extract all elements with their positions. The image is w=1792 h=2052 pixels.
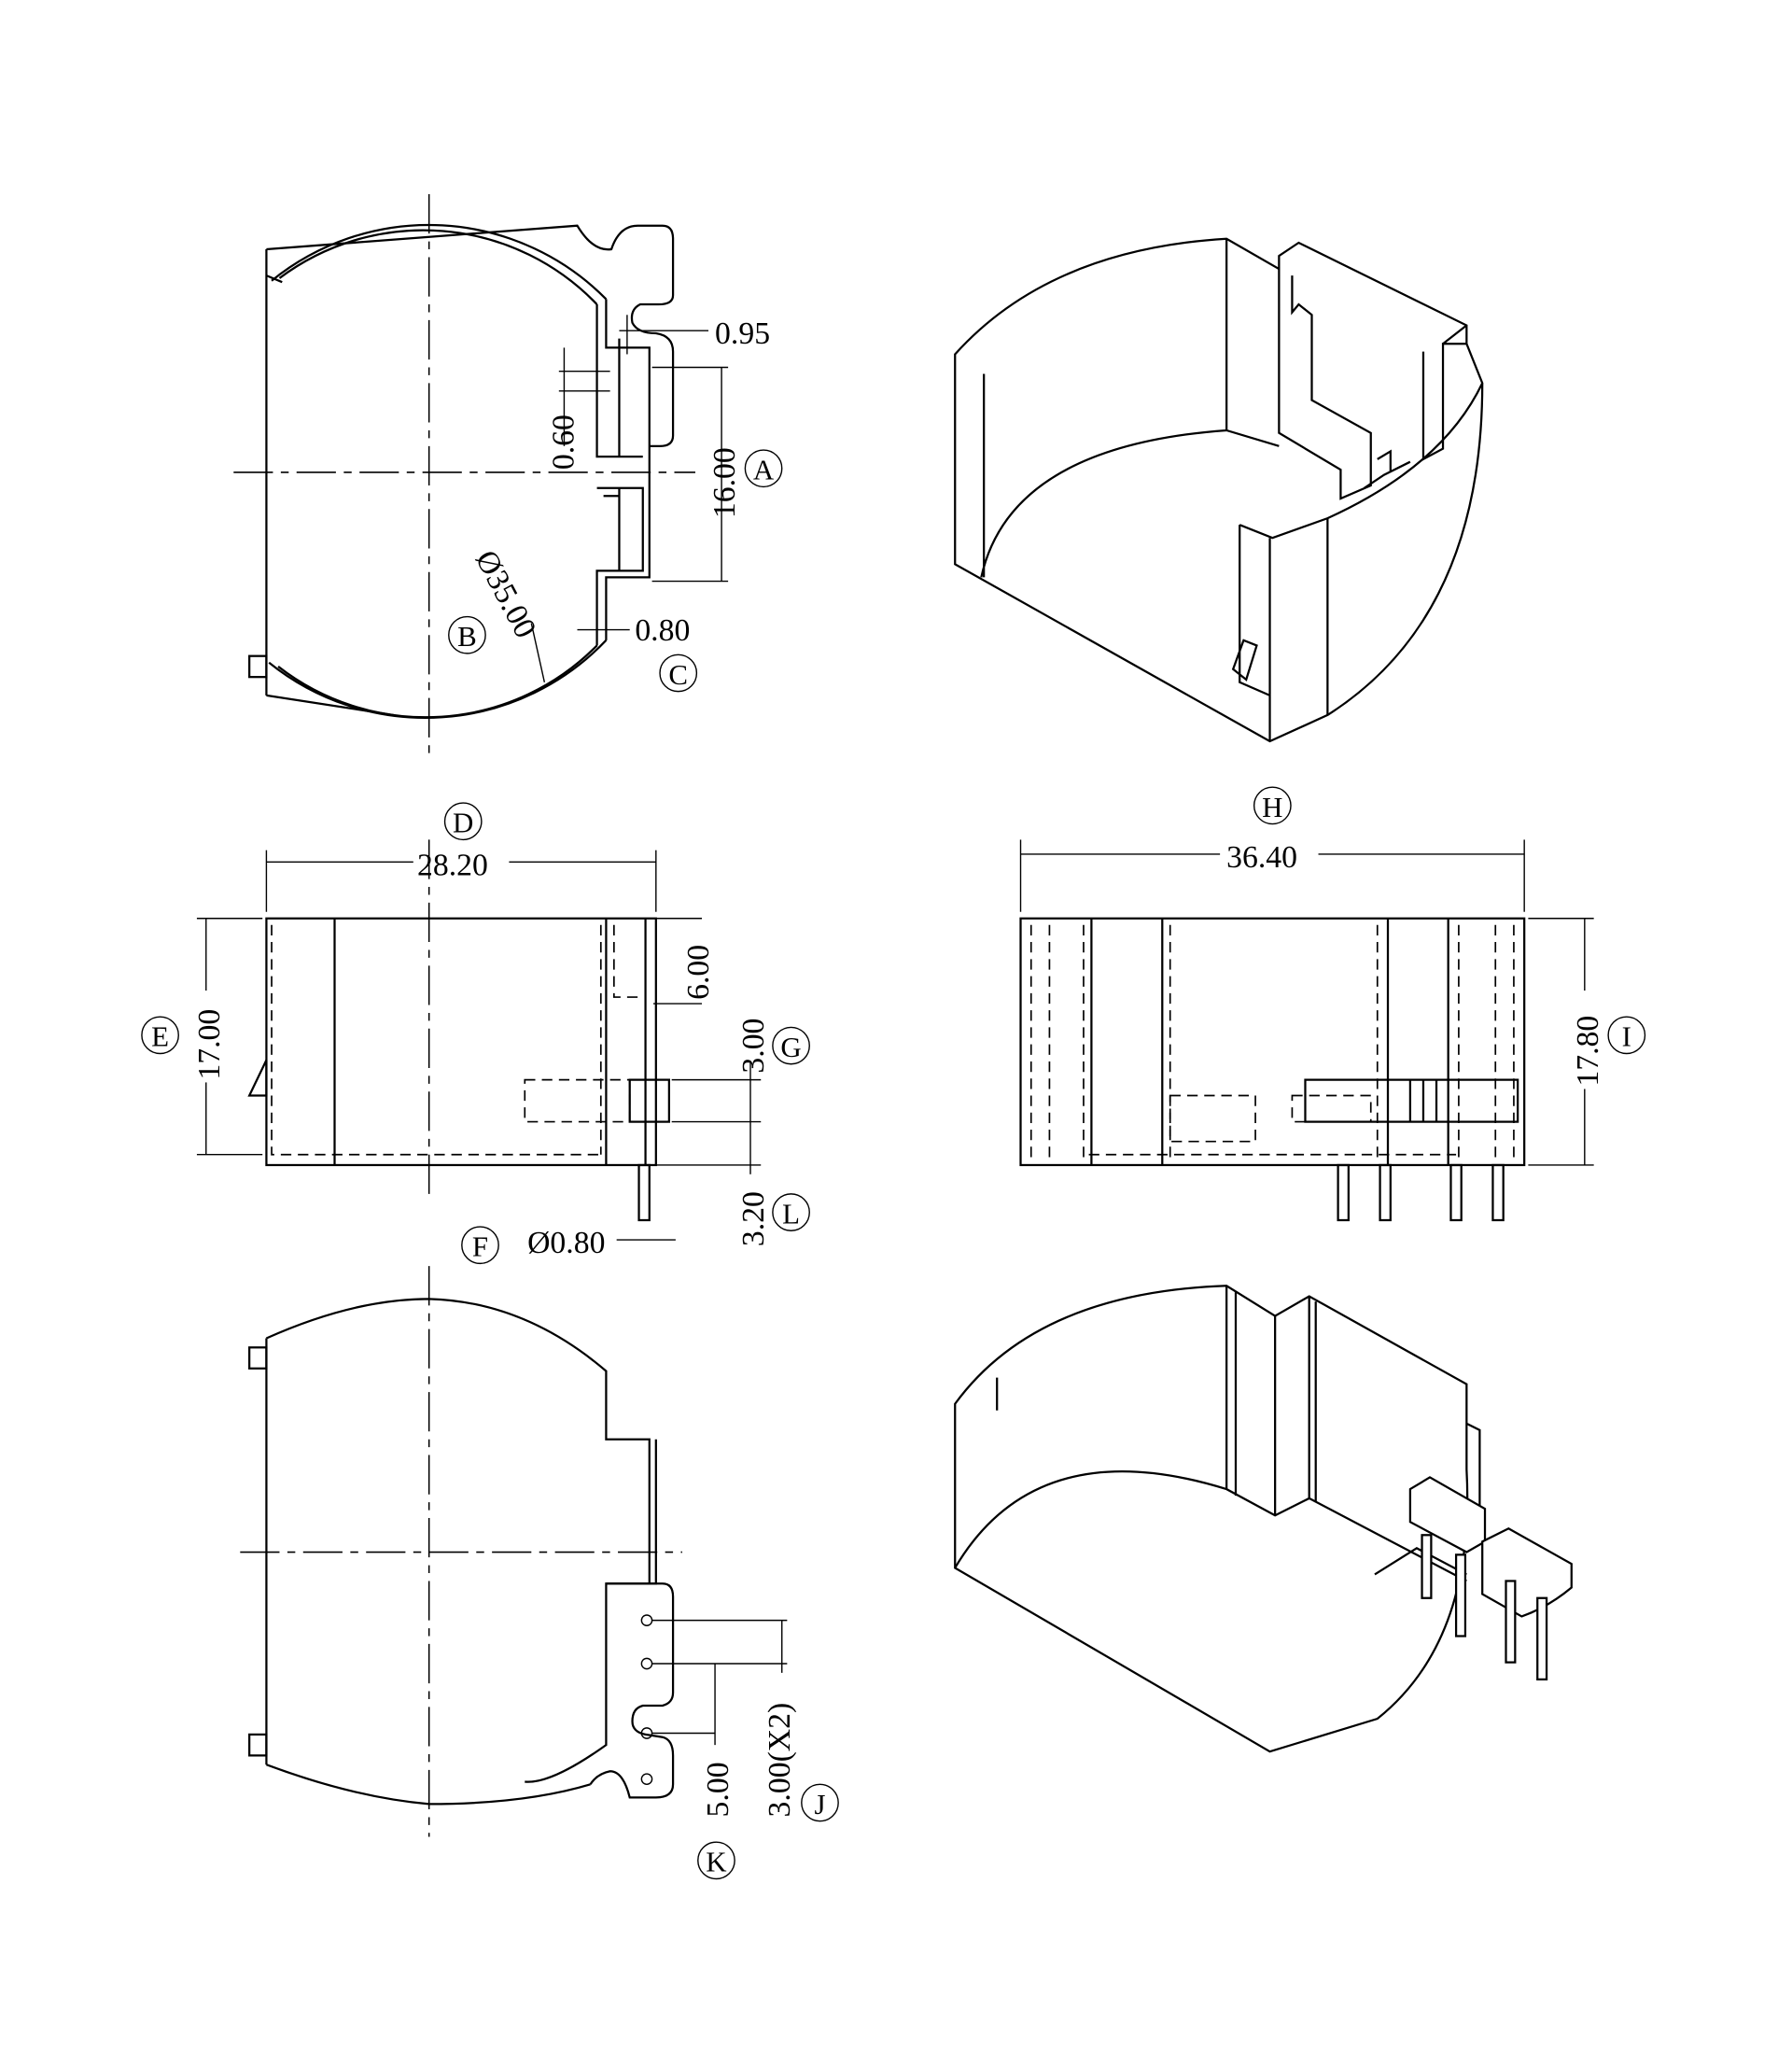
dim-overall-height: 17.80 bbox=[1571, 1016, 1605, 1087]
label-h: H bbox=[1253, 786, 1292, 825]
svg-text:J: J bbox=[814, 1788, 825, 1820]
svg-text:G: G bbox=[780, 1031, 801, 1063]
svg-text:A: A bbox=[753, 454, 775, 486]
dim-wall-thickness: 0.80 bbox=[635, 613, 690, 648]
dim-diameter: Ø35.00 bbox=[469, 545, 543, 644]
svg-text:H: H bbox=[1262, 791, 1282, 823]
label-c: C bbox=[659, 654, 698, 693]
dim-slot-depth: 6.00 bbox=[681, 945, 716, 1000]
bottom-view bbox=[240, 1266, 788, 1837]
label-g: G bbox=[772, 1026, 810, 1065]
svg-text:I: I bbox=[1622, 1020, 1631, 1053]
svg-text:C: C bbox=[668, 658, 688, 691]
svg-text:B: B bbox=[457, 620, 477, 653]
svg-text:K: K bbox=[706, 1846, 726, 1878]
svg-text:E: E bbox=[151, 1020, 169, 1053]
isometric-view-top bbox=[954, 237, 1484, 743]
dim-body-width: 28.20 bbox=[417, 848, 488, 882]
label-a: A bbox=[744, 449, 783, 488]
svg-text:F: F bbox=[472, 1230, 488, 1263]
dim-tab-height: 3.00 bbox=[736, 1019, 771, 1074]
dim-window-height: 16.00 bbox=[707, 447, 742, 518]
label-f: F bbox=[461, 1226, 499, 1265]
dim-pin-pitch: 3.00(X2) bbox=[763, 1703, 797, 1818]
dim-overall-length: 36.40 bbox=[1226, 840, 1297, 875]
label-l: L bbox=[772, 1193, 810, 1231]
dim-pin-offset: 5.00 bbox=[701, 1762, 735, 1817]
svg-text:L: L bbox=[782, 1197, 800, 1230]
dim-slot-gap: 0.95 bbox=[715, 316, 770, 351]
top-view bbox=[233, 193, 729, 762]
side-view bbox=[1019, 839, 1594, 1222]
dim-tab-thickness: 0.60 bbox=[546, 415, 581, 470]
label-i: I bbox=[1607, 1016, 1646, 1055]
label-j: J bbox=[801, 1783, 839, 1822]
dim-pin-diameter: Ø0.80 bbox=[527, 1226, 605, 1260]
label-k: K bbox=[697, 1841, 735, 1880]
svg-text:D: D bbox=[453, 807, 473, 839]
front-view bbox=[196, 839, 762, 1241]
label-e: E bbox=[141, 1016, 179, 1055]
dim-pin-length: 3.20 bbox=[736, 1191, 771, 1246]
label-d: D bbox=[443, 802, 483, 841]
isometric-view-bottom bbox=[954, 1285, 1573, 1753]
dim-body-height: 17.00 bbox=[192, 1009, 227, 1080]
label-b: B bbox=[448, 615, 486, 654]
